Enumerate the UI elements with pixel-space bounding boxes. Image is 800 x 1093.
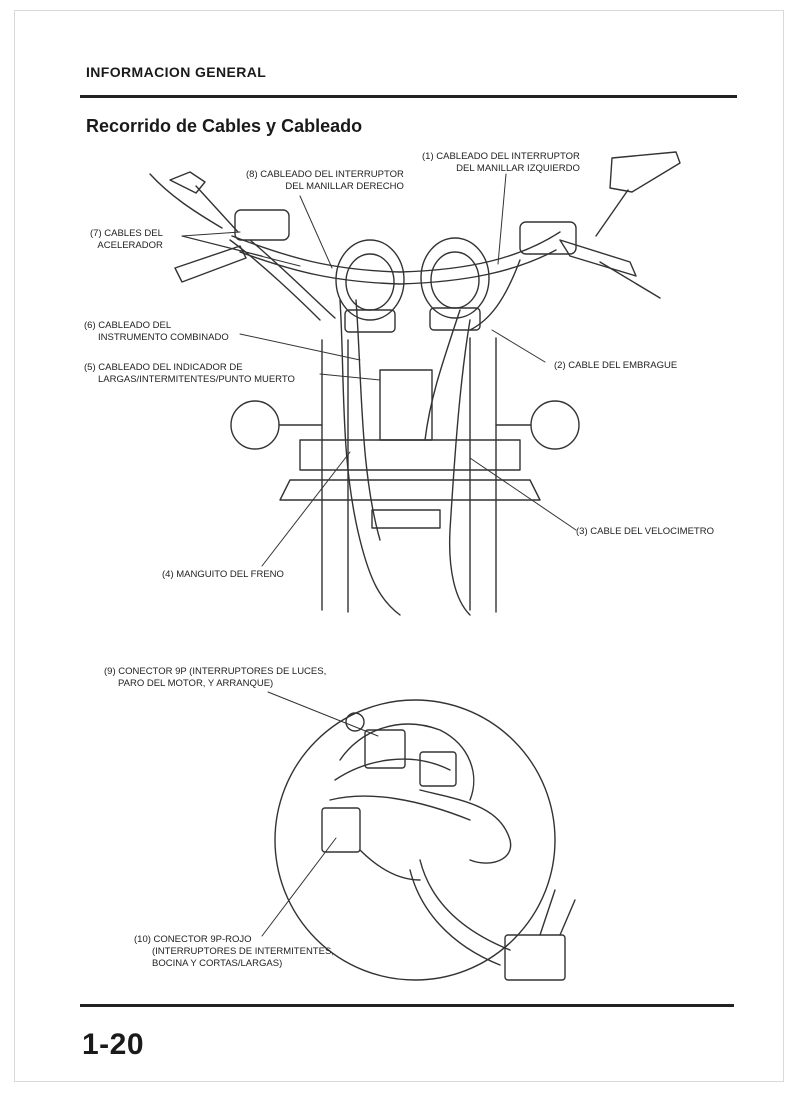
top-rule [80,95,737,98]
connector-closeup-diagram [261,691,576,981]
section-heading: INFORMACION GENERAL [86,64,267,80]
callout-brake-hose: (4) MANGUITO DEL FRENO [162,569,284,580]
callout-9p-connector: (9) CONECTOR 9P (INTERRUPTORES DE LUCES,… [104,666,327,689]
callout-speedometer-cable: (3) CABLE DEL VELOCIMETRO [576,526,714,537]
page-number: 1-20 [82,1028,145,1061]
callout-indicator-wiring: (5) CABLEADO DEL INDICADOR DE LARGAS/INT… [84,362,295,385]
callout-clutch-cable: (2) CABLE DEL EMBRAGUE [554,360,678,371]
callout-instrument-wiring: (6) CABLEADO DEL INSTRUMENTO COMBINADO [84,320,229,343]
callout-right-switch-wiring: (8) CABLEADO DEL INTERRUPTOR DEL MANILLA… [246,169,404,192]
bottom-rule [80,1004,734,1007]
page-title: Recorrido de Cables y Cableado [86,116,363,136]
handlebar-diagram [149,151,681,616]
callout-left-switch-wiring: (1) CABLEADO DEL INTERRUPTOR DEL MANILLA… [422,151,580,174]
callout-throttle-cables: (7) CABLES DEL ACELERADOR [90,228,163,251]
page-border [14,10,784,1082]
callout-9p-red-connector: (10) CONECTOR 9P-ROJO (INTERRUPTORES DE … [134,934,334,969]
